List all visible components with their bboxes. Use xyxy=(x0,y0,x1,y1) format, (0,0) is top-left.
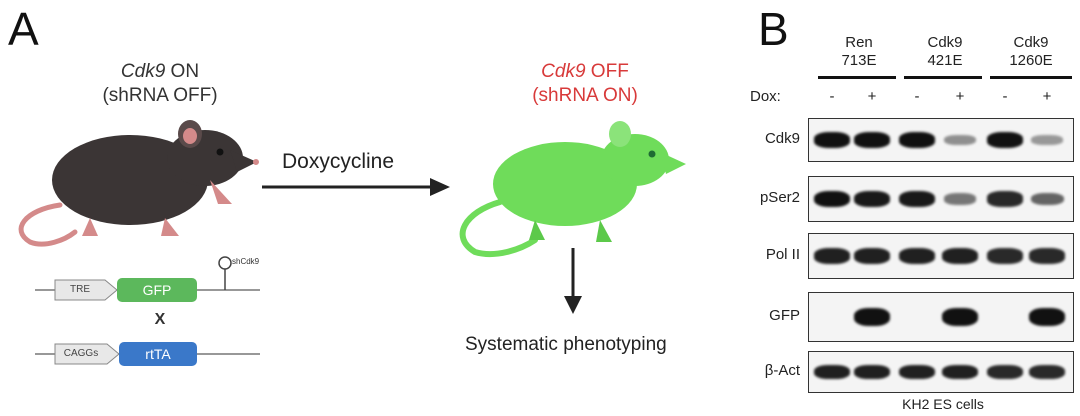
blot-band xyxy=(944,135,976,145)
doxycycline-arrow xyxy=(262,178,450,196)
right-state-label: Cdk9 OFF (shRNA ON) xyxy=(532,61,638,106)
blot-band xyxy=(1029,308,1065,326)
left-state-label: Cdk9 ON (shRNA OFF) xyxy=(102,61,218,106)
blot-band xyxy=(854,132,890,148)
dox-state-1: - xyxy=(829,88,835,105)
dox-states-row: - + - + - + xyxy=(0,88,1080,108)
blot-band xyxy=(1030,192,1064,206)
panel-a-letter: A xyxy=(8,3,39,55)
phenotyping-arrow xyxy=(564,248,582,314)
blot-row-panel xyxy=(808,176,1074,222)
gfp-gene-label: GFP xyxy=(142,282,172,298)
construct-lines xyxy=(35,256,260,366)
blot-band xyxy=(854,248,890,264)
blot-row-label: β-Act xyxy=(764,362,800,379)
blot-band xyxy=(854,190,890,208)
blot-band xyxy=(987,248,1023,264)
blot-row-label: Pol II xyxy=(765,246,800,263)
blot-row-label: GFP xyxy=(769,307,800,324)
blot-band xyxy=(854,364,890,380)
blot-row-label: Cdk9 xyxy=(764,130,800,147)
blot-band xyxy=(899,364,935,380)
shcdk9-hairpin-label: shCdk9 xyxy=(232,257,260,266)
dox-state-2: + xyxy=(867,88,877,105)
blot-band xyxy=(814,132,850,148)
blot-row-label: pSer2 xyxy=(759,189,800,206)
dox-label: Dox: xyxy=(750,88,781,105)
blot-band xyxy=(1029,248,1065,264)
blot-band xyxy=(814,248,850,264)
blot-caption: KH2 ES cells xyxy=(902,396,984,412)
blot-band xyxy=(899,190,935,208)
blot-band xyxy=(1031,135,1063,145)
green-mouse-illustration xyxy=(459,121,686,258)
cross-symbol: X xyxy=(154,311,166,328)
group-underline-2 xyxy=(904,76,982,79)
group-underline-1 xyxy=(818,76,896,79)
dox-state-3: - xyxy=(914,88,920,105)
caggs-promoter-label: CAGGs xyxy=(63,348,99,359)
blot-band xyxy=(899,132,935,148)
dark-mouse-illustration xyxy=(18,120,259,247)
blot-band xyxy=(987,132,1023,148)
blot-band xyxy=(1029,365,1065,379)
dox-state-6: + xyxy=(1042,88,1052,105)
blot-row-panel xyxy=(808,118,1074,162)
group-underline-3 xyxy=(990,76,1072,79)
construct-diagram: TRE GFP shCdk9 X CAGGs rtTA xyxy=(35,255,260,390)
dox-state-5: - xyxy=(1002,88,1008,105)
blot-band xyxy=(987,191,1023,207)
blot-band xyxy=(942,308,978,326)
blot-band xyxy=(942,248,978,264)
blot-band xyxy=(942,364,978,380)
blot-band xyxy=(899,248,935,264)
blot-band xyxy=(814,190,850,208)
blot-band xyxy=(854,308,890,326)
phenotyping-label: Systematic phenotyping xyxy=(465,334,667,355)
rtta-gene-label: rtTA xyxy=(145,346,171,362)
blot-band xyxy=(943,193,977,205)
doxycycline-label: Doxycycline xyxy=(282,150,395,173)
blot-band xyxy=(987,365,1023,379)
tre-promoter-label: TRE xyxy=(70,284,90,295)
blot-band xyxy=(814,364,850,380)
dox-state-4: + xyxy=(955,88,965,105)
panel-b-letter: B xyxy=(758,3,789,55)
